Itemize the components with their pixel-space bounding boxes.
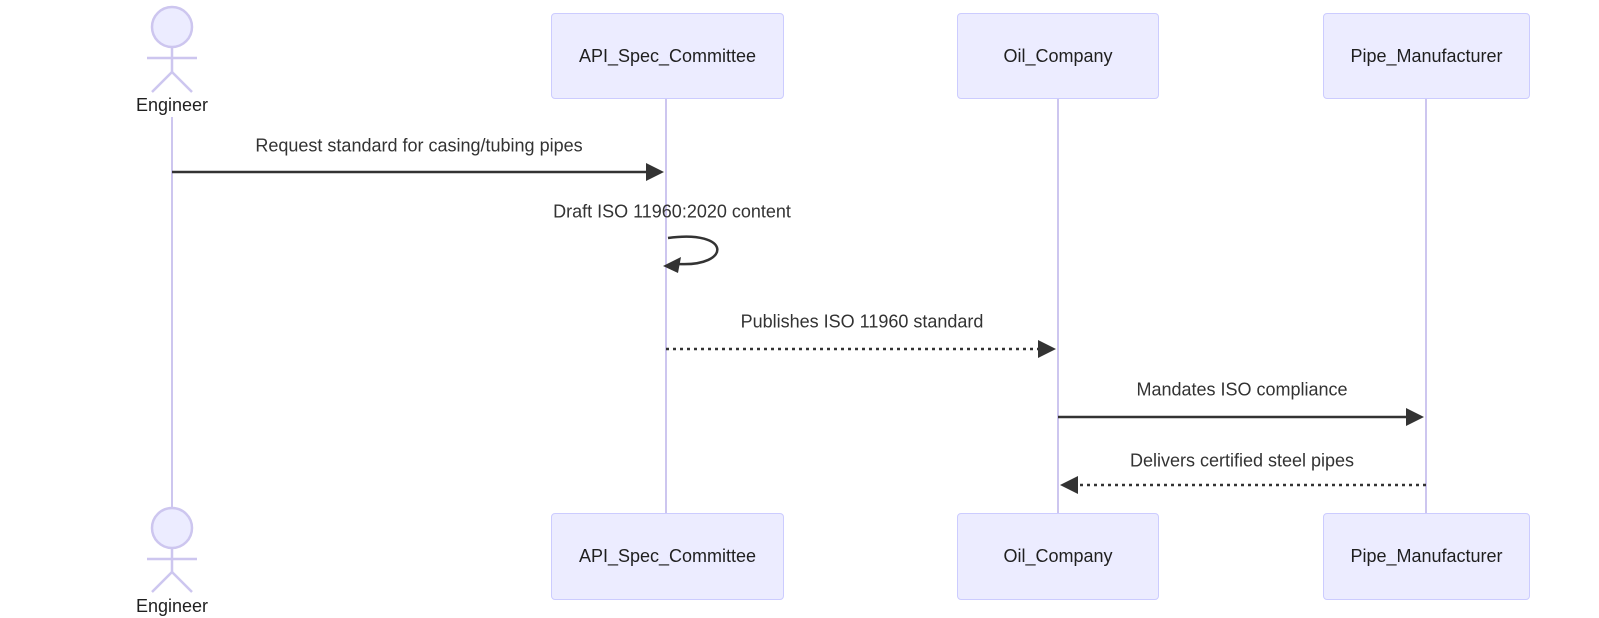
arrowhead-left-icon (663, 257, 681, 273)
participant-box-pipe-manufacturer-bottom: Pipe_Manufacturer (1323, 513, 1530, 600)
participant-label: Oil_Company (1003, 546, 1113, 566)
actor-head-icon (150, 5, 194, 49)
actor-head-icon (150, 506, 194, 550)
arrowhead-right-icon (1038, 340, 1056, 358)
arrowhead-right-icon (646, 163, 664, 181)
actor-label-engineer-top: Engineer (135, 95, 209, 115)
message-arrow-delivers-pipes (1060, 476, 1426, 494)
message-label-delivers-pipes: Delivers certified steel pipes (1129, 450, 1355, 471)
participant-box-api-spec-committee-bottom: API_Spec_Committee (551, 513, 784, 600)
arrowhead-left-icon (1060, 476, 1078, 494)
message-label-publishes-standard: Publishes ISO 11960 standard (740, 311, 984, 332)
message-label-draft-iso-content: Draft ISO 11960:2020 content (553, 201, 791, 222)
message-arrow-mandates-compliance (1058, 408, 1424, 426)
actor-figure-engineer-top (147, 5, 197, 93)
participant-box-pipe-manufacturer-top: Pipe_Manufacturer (1323, 13, 1530, 99)
participant-box-api-spec-committee-top: API_Spec_Committee (551, 13, 784, 99)
participant-label: API_Spec_Committee (578, 45, 757, 66)
participant-box-oil-company-top: Oil_Company (957, 13, 1159, 99)
participant-label: API_Spec_Committee (578, 546, 757, 566)
message-arrow-request-standard (172, 163, 664, 181)
participant-box-oil-company-bottom: Oil_Company (957, 513, 1159, 600)
participant-label: Pipe_Manufacturer (1350, 546, 1503, 566)
participant-label: Pipe_Manufacturer (1350, 45, 1503, 66)
message-label-mandates-compliance: Mandates ISO compliance (1136, 379, 1348, 400)
actor-figure-engineer-bottom (147, 506, 197, 593)
message-label-request-standard: Request standard for casing/tubing pipes (255, 135, 583, 156)
participant-label: Oil_Company (1003, 45, 1113, 66)
message-arrow-self-loop-draft (663, 235, 719, 273)
actor-label-engineer-bottom: Engineer (135, 596, 209, 616)
arrowhead-right-icon (1406, 408, 1424, 426)
message-arrow-publishes-standard (666, 340, 1056, 358)
